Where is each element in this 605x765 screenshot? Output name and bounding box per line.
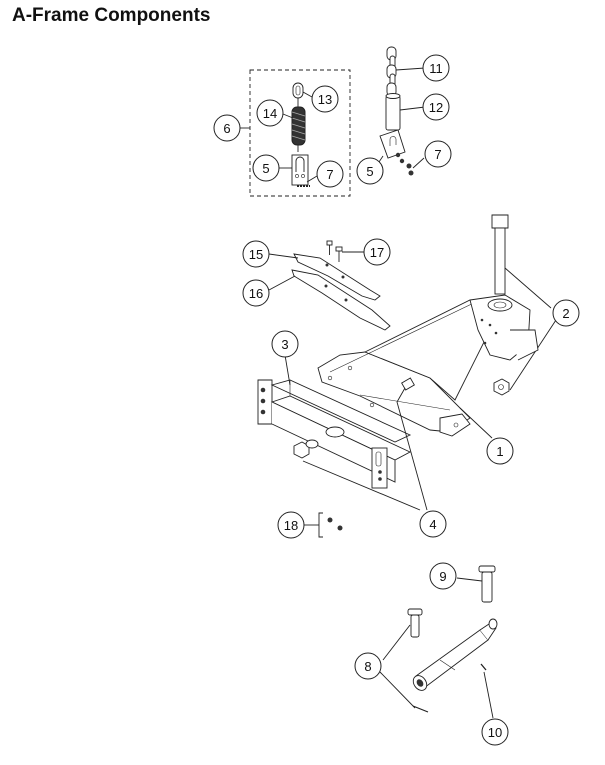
leader-1 <box>459 407 493 439</box>
callout-18: 18 <box>277 511 305 539</box>
leader-8a <box>382 624 411 661</box>
cotter-pin-small-part <box>480 663 487 671</box>
callout-14: 14 <box>256 99 284 127</box>
leader-5b <box>378 155 384 163</box>
callout-4: 4 <box>419 510 447 538</box>
sleeve-part <box>385 93 401 131</box>
leader-10 <box>483 671 494 719</box>
leader-2a <box>504 267 552 309</box>
spring-part <box>291 98 306 152</box>
callout-8: 8 <box>354 652 382 680</box>
cotter-pin-part <box>412 705 429 713</box>
hex-nut-part <box>493 378 510 396</box>
leader-15 <box>268 253 299 259</box>
svg-text:2: 2 <box>562 306 569 321</box>
svg-text:1: 1 <box>496 444 503 459</box>
leader-4b <box>396 401 428 511</box>
nuts-part <box>406 163 414 176</box>
leader-4a <box>302 460 421 511</box>
svg-text:7: 7 <box>434 147 441 162</box>
a-frame-part <box>317 294 539 437</box>
callout-12: 12 <box>422 93 450 121</box>
flange-nut-part <box>293 439 319 459</box>
page-title: A-Frame Components <box>12 5 211 26</box>
hydraulic-cylinder-part <box>412 618 498 691</box>
callout-11: 11 <box>422 54 450 82</box>
svg-text:12: 12 <box>429 100 443 115</box>
callout-15: 15 <box>242 240 270 268</box>
plate-part <box>379 129 406 164</box>
callout-9: 9 <box>429 562 457 590</box>
leader-3 <box>284 354 291 386</box>
callout-7a: 7 <box>316 160 344 188</box>
clevis-pin-large-part <box>478 565 496 603</box>
svg-text:6: 6 <box>223 121 230 136</box>
callout-13: 13 <box>311 85 339 113</box>
chain-link-part <box>292 82 304 99</box>
callout-3: 3 <box>271 330 299 358</box>
svg-text:9: 9 <box>439 569 446 584</box>
callout-17: 17 <box>363 238 391 266</box>
svg-text:8: 8 <box>364 659 371 674</box>
svg-text:11: 11 <box>429 61 443 76</box>
leader-14 <box>282 113 294 119</box>
svg-text:13: 13 <box>318 92 332 107</box>
chain-part <box>386 46 397 97</box>
mounting-channel-part <box>257 379 412 489</box>
small-nuts-part <box>318 512 343 538</box>
leader-12 <box>399 106 426 111</box>
leader-11 <box>395 67 426 71</box>
callout-5a: 5 <box>252 154 280 182</box>
svg-text:10: 10 <box>488 725 502 740</box>
small-bolts-part <box>326 240 343 262</box>
leader-8b <box>379 671 416 709</box>
svg-text:3: 3 <box>281 337 288 352</box>
svg-text:5: 5 <box>262 161 269 176</box>
callout-1: 1 <box>486 437 514 465</box>
leader-7a <box>306 175 318 183</box>
bracket-plate-upper-part <box>293 253 381 301</box>
svg-text:5: 5 <box>366 164 373 179</box>
leader-2b <box>509 319 557 391</box>
callout-10: 10 <box>481 718 509 746</box>
callout-16: 16 <box>242 279 270 307</box>
u-bolt-plate-part <box>291 154 309 186</box>
svg-text:17: 17 <box>370 245 384 260</box>
callout-7b: 7 <box>424 140 452 168</box>
svg-text:14: 14 <box>263 106 277 121</box>
leader-7b <box>412 157 425 169</box>
clevis-pin-small-part <box>407 608 423 638</box>
kit-dashed-box <box>249 69 351 197</box>
leader-9 <box>456 577 483 582</box>
callout-2: 2 <box>552 299 580 327</box>
svg-text:18: 18 <box>284 518 298 533</box>
leader-13 <box>302 91 313 98</box>
svg-text:4: 4 <box>429 517 436 532</box>
svg-text:15: 15 <box>249 247 263 262</box>
callout-5b: 5 <box>356 157 384 185</box>
leader-16 <box>268 275 296 291</box>
bracket-plate-lower-part <box>291 269 391 331</box>
svg-text:16: 16 <box>249 286 263 301</box>
callout-6: 6 <box>213 114 241 142</box>
svg-text:7: 7 <box>326 167 333 182</box>
long-bolt-part <box>491 214 509 295</box>
